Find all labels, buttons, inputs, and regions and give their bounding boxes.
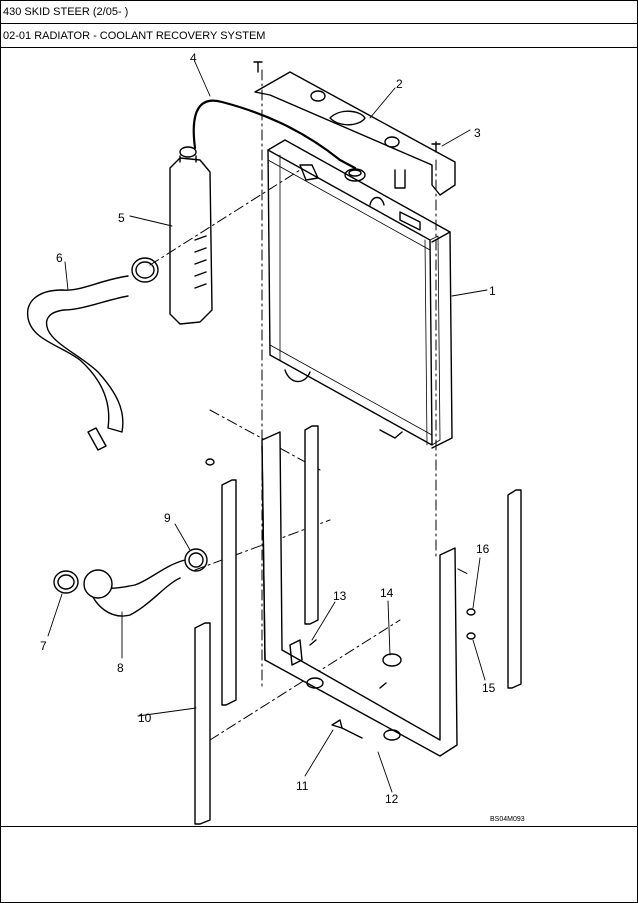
callout-5: 5 <box>118 211 125 225</box>
overflow-tube <box>192 99 357 170</box>
hardware <box>205 458 476 729</box>
drawing-code: BS04M093 <box>490 816 525 823</box>
callout-16: 16 <box>476 542 490 556</box>
radiator-top-bracket <box>254 71 456 196</box>
callout-2: 2 <box>396 77 403 91</box>
callout-13: 13 <box>333 589 347 603</box>
callout-3: 3 <box>474 126 481 140</box>
callout-1: 1 <box>489 284 496 298</box>
exploded-parts-diagram: 4 2 3 5 6 1 9 16 13 14 7 8 15 10 11 12 B… <box>26 51 525 825</box>
callout-11: 11 <box>296 779 309 793</box>
radiator-shroud <box>261 431 458 757</box>
callout-15: 15 <box>482 681 496 695</box>
hose-clamp-lower <box>184 548 208 572</box>
lower-hose-end <box>83 569 113 599</box>
header-title-bar: 430 SKID STEER (2/05- ) <box>0 0 638 24</box>
callout-8: 8 <box>117 661 124 675</box>
seal-strips <box>194 425 522 825</box>
callout-7: 7 <box>40 639 47 653</box>
callout-9: 9 <box>164 511 171 525</box>
hose-clamp-upper <box>131 257 159 283</box>
section-title: 02-01 RADIATOR - COOLANT RECOVERY SYSTEM <box>3 30 266 42</box>
callout-12: 12 <box>385 792 399 806</box>
coolant-recovery-tank <box>169 146 213 325</box>
callout-14: 14 <box>380 586 394 600</box>
footer-divider <box>0 826 638 827</box>
page-title: 430 SKID STEER (2/05- ) <box>3 6 129 18</box>
header-subtitle-bar: 02-01 RADIATOR - COOLANT RECOVERY SYSTEM <box>0 24 638 48</box>
hose-clamp-small <box>53 570 79 594</box>
callout-4: 4 <box>190 51 197 65</box>
bolts <box>253 61 441 153</box>
callout-10: 10 <box>138 711 152 725</box>
upper-radiator-hose <box>26 275 129 433</box>
radiator <box>267 139 453 449</box>
callout-6: 6 <box>56 251 63 265</box>
